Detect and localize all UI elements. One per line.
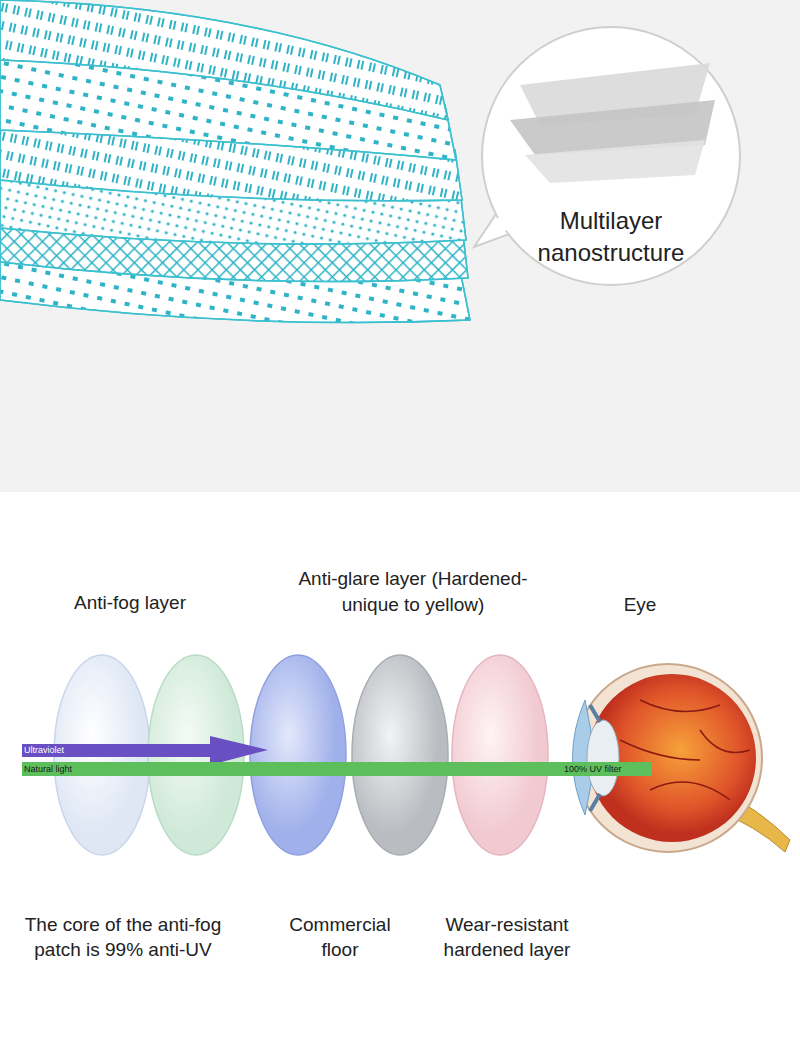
callout-text: Multilayer nanostructure — [516, 25, 706, 269]
layer-label: Anti-fog layer — [25, 590, 235, 615]
eye-label: Eye — [605, 592, 675, 617]
layer-label: Anti-glare layer (Hardened-unique to yel… — [278, 566, 548, 618]
layer-note: Commercial floor — [278, 912, 402, 962]
filter-label: 100% UV filter — [562, 763, 624, 775]
ray-label: Natural light — [24, 763, 72, 775]
callout-circle: Multilayer nanostructure — [480, 25, 742, 287]
ray-label: Ultraviolet — [24, 744, 64, 756]
layer-note: The core of the anti-fog patch is 99% an… — [7, 912, 239, 962]
layer-note: Wear-resistant hardened layer — [431, 912, 583, 962]
